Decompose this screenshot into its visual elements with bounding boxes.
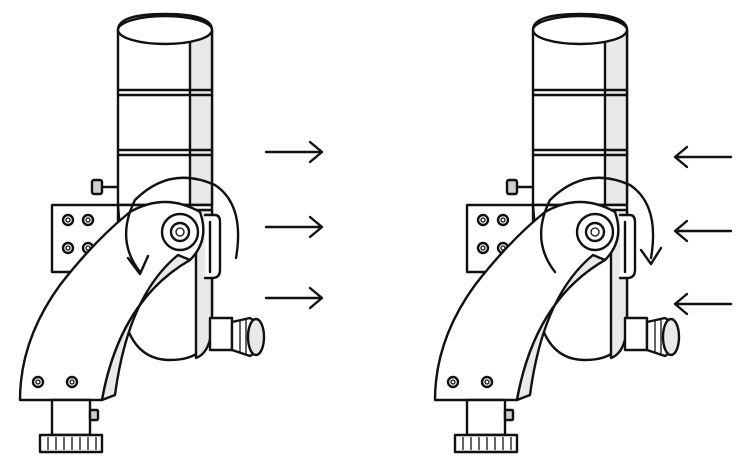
arrow-right-icon [264, 140, 324, 164]
arrow-right-icon [264, 286, 324, 310]
arrow-left-icon [673, 145, 733, 169]
right-rotation-arrow [539, 176, 655, 274]
left-telescope [18, 12, 266, 454]
right-telescope [433, 12, 681, 454]
arrow-left-icon [673, 219, 733, 243]
right-direction-arrows [673, 145, 733, 316]
arrow-left-icon [673, 292, 733, 316]
right-rotation-arrowhead [639, 246, 663, 266]
right-panel [433, 12, 733, 454]
arrow-right-icon [264, 215, 324, 239]
left-rotation-arrowhead [126, 254, 150, 276]
left-direction-arrows [264, 140, 324, 310]
left-panel [18, 12, 324, 454]
left-rotation-arrow [124, 176, 240, 274]
